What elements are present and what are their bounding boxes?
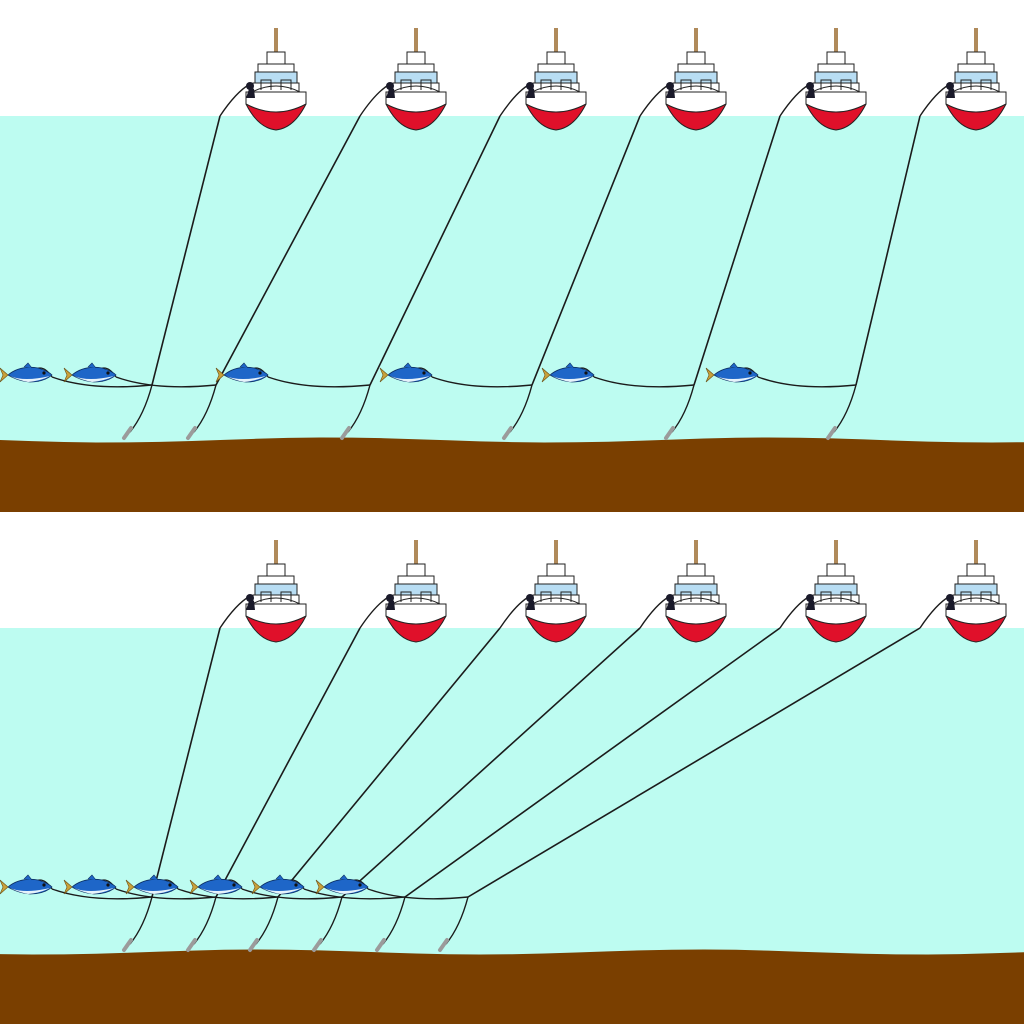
seabed	[0, 949, 1024, 1024]
branch-line	[51, 376, 153, 388]
main-line	[531, 115, 641, 386]
branch-line	[115, 888, 217, 900]
panel-bottom	[0, 512, 1024, 1024]
main-line	[855, 115, 921, 386]
main-line	[151, 627, 221, 898]
branch-line	[267, 376, 371, 388]
seabed	[0, 437, 1024, 512]
main-line	[369, 115, 501, 386]
branch-line	[593, 376, 695, 388]
main-line	[215, 115, 361, 386]
branch-line	[367, 888, 469, 900]
sky	[0, 0, 1024, 116]
water	[0, 116, 1024, 450]
main-line	[341, 627, 641, 898]
main-line	[151, 115, 221, 386]
branch-line	[303, 888, 406, 900]
branch-line	[241, 888, 343, 900]
branch-line	[115, 376, 217, 388]
branch-line	[177, 888, 279, 900]
panel-top	[0, 0, 1024, 512]
water	[0, 628, 1024, 962]
sky	[0, 512, 1024, 628]
branch-line	[757, 376, 857, 388]
main-line	[277, 627, 501, 898]
main-line	[404, 627, 781, 898]
main-line	[693, 115, 781, 386]
branch-line	[51, 888, 153, 900]
branch-line	[431, 376, 533, 388]
main-line	[215, 627, 361, 898]
main-line	[467, 627, 921, 898]
